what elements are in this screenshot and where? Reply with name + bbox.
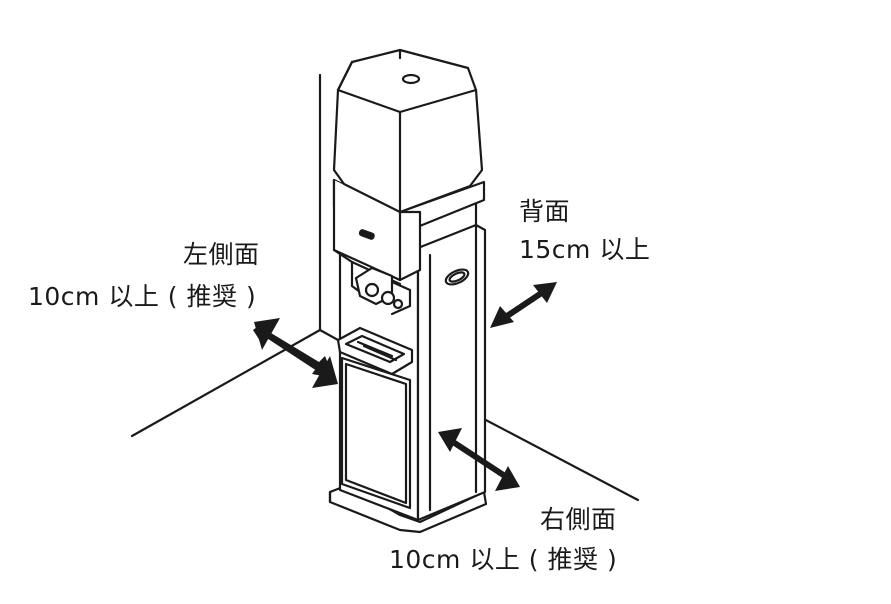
water-taps (350, 260, 412, 316)
left-side-clearance-arrow (253, 318, 338, 388)
right-side-clearance-arrow (438, 428, 520, 491)
logo-badge (358, 229, 375, 240)
back-side-clearance: 15cm 以上 (519, 235, 651, 264)
right-side-clearance: 10cm 以上 ( 推奨 ) (389, 545, 618, 574)
cover-cap-hole (401, 73, 421, 85)
back-clearance-arrow (490, 282, 557, 328)
side-handle-slot (444, 268, 470, 286)
right-side-label: 右側面 (540, 505, 617, 534)
back-side-label: 背面 (519, 197, 571, 226)
drip-tray (336, 326, 414, 376)
left-side-clearance: 10cm 以上 ( 推奨 ) (28, 282, 257, 311)
bottle-cover (332, 48, 484, 214)
left-side-label: 左側面 (183, 240, 260, 269)
